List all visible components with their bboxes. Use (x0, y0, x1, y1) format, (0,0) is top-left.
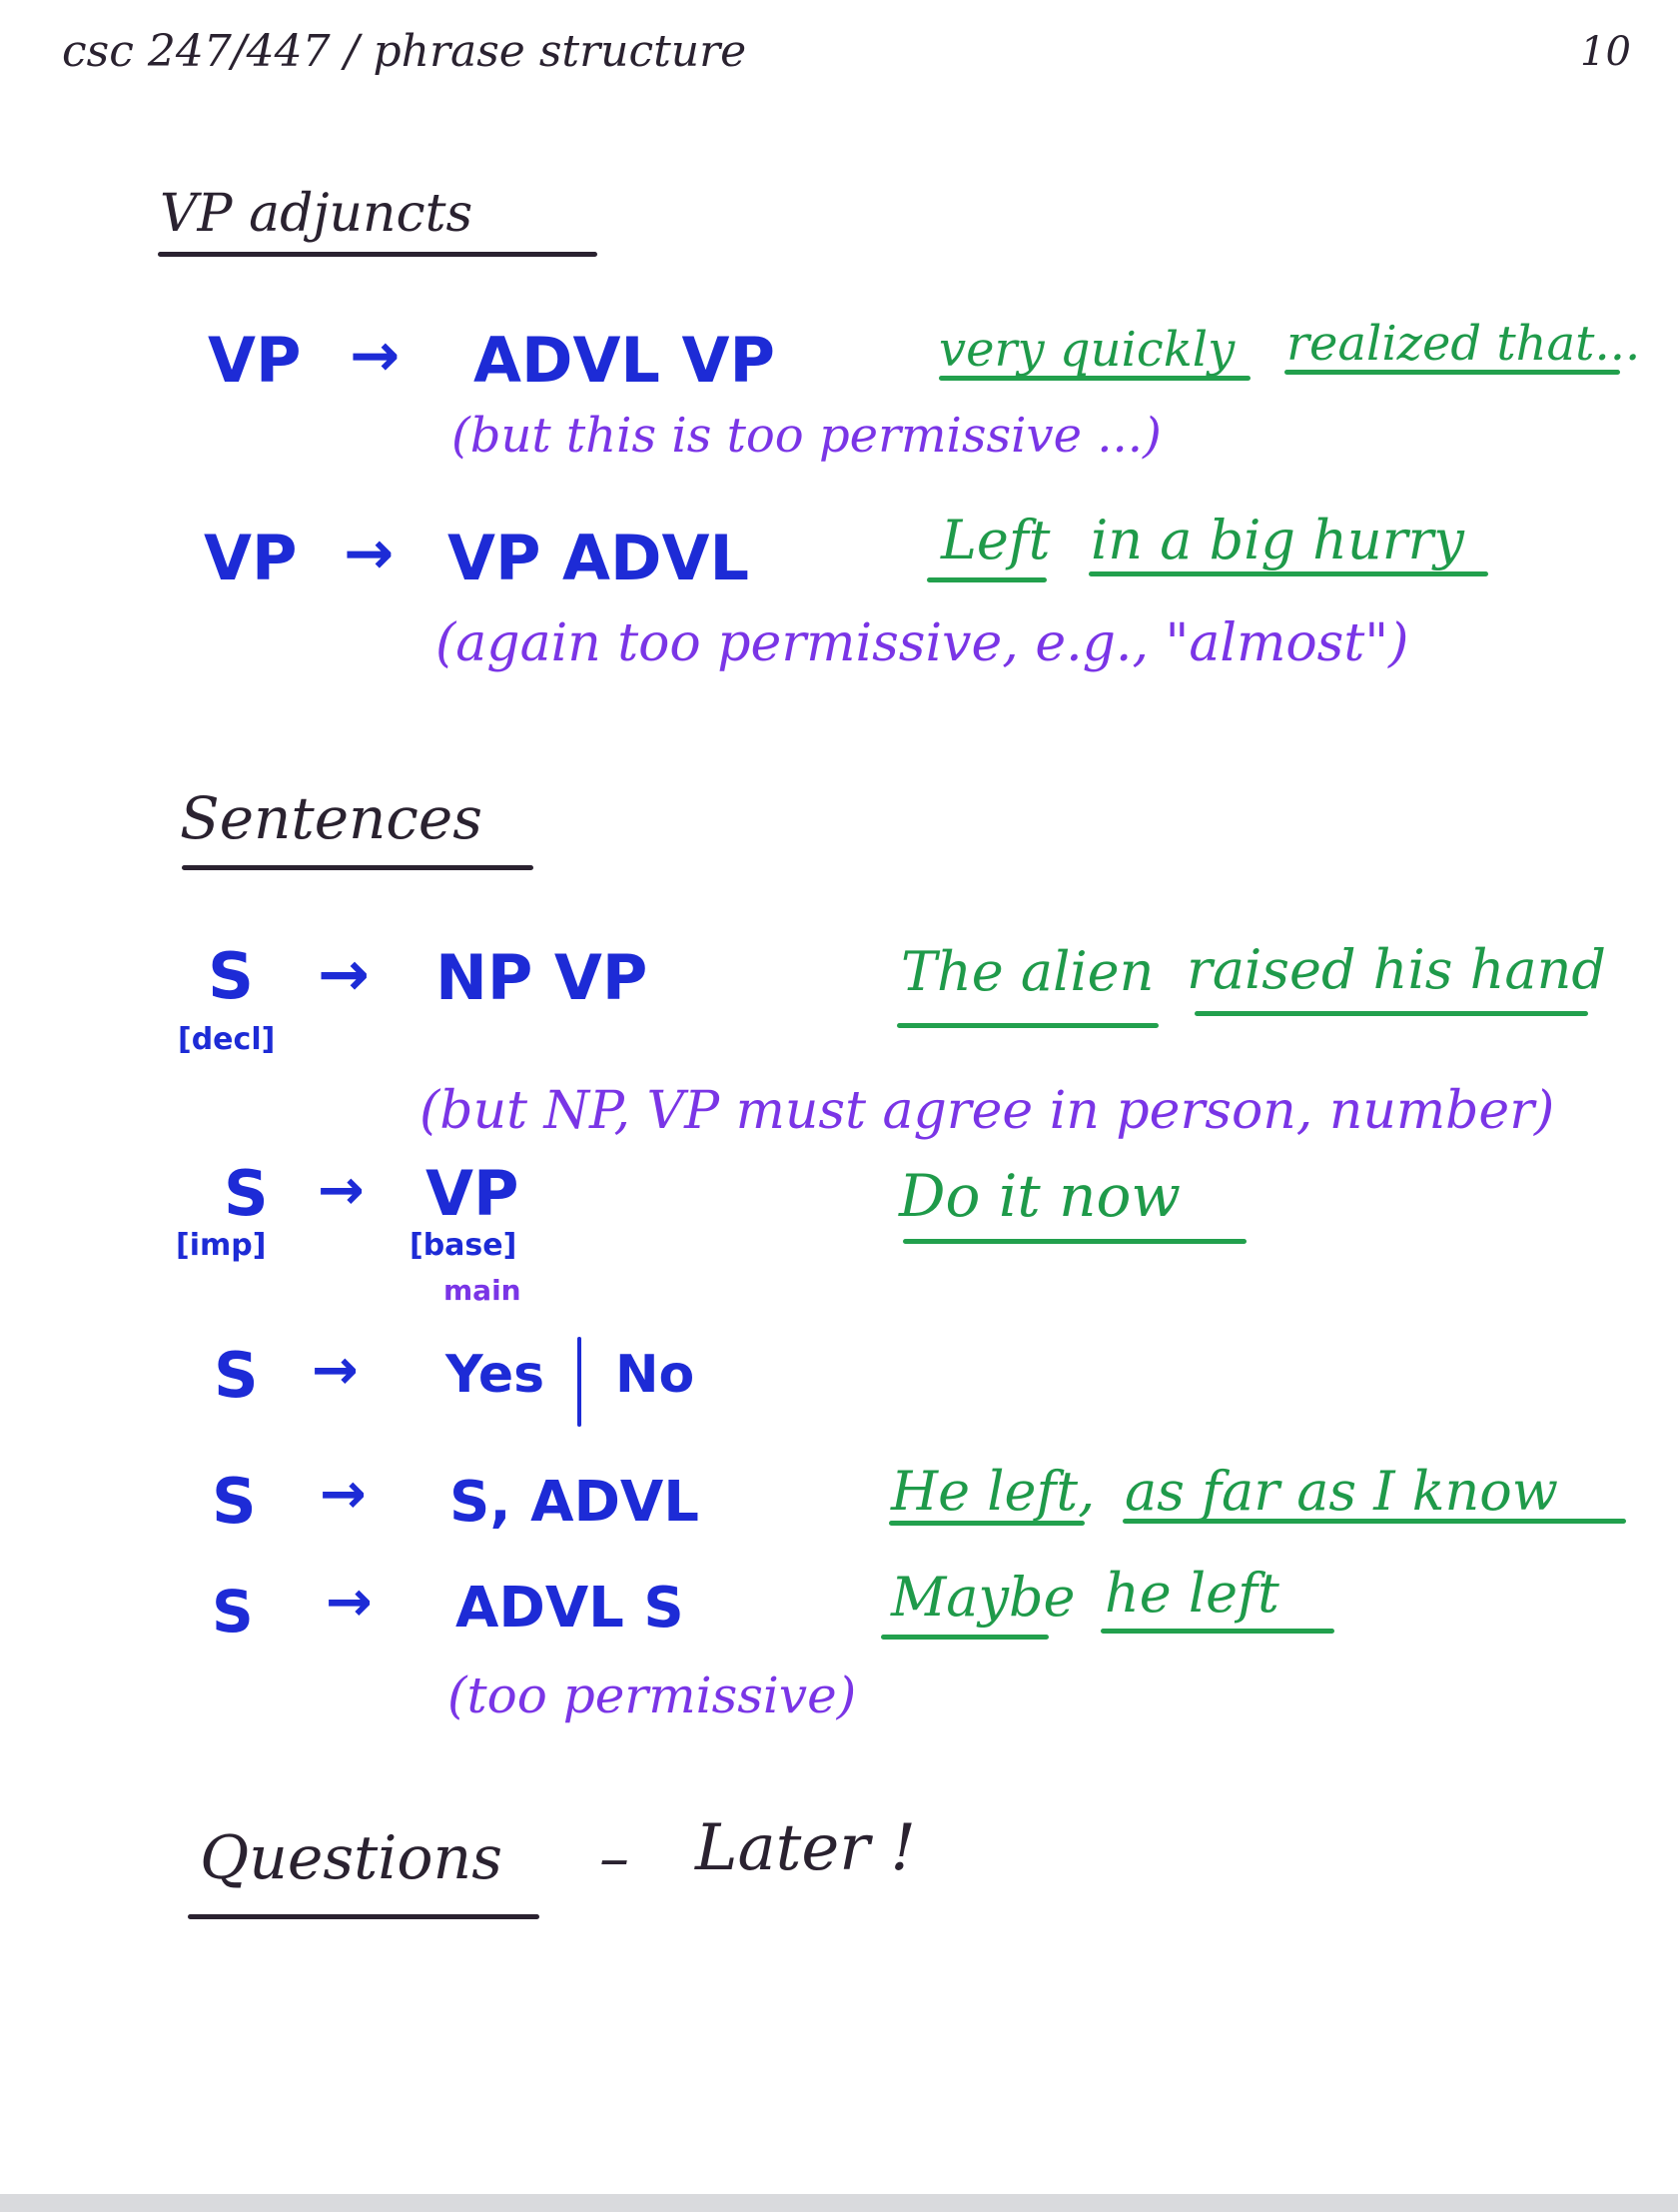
advl-s-note: (too permissive) (447, 1666, 857, 1724)
imp-rhs-feature-bottom: main (443, 1274, 521, 1307)
decl-note-rest: agree in person, number) (882, 1081, 1555, 1141)
rule2-lhs: VP (204, 522, 298, 594)
rule2-example-a-underline (927, 577, 1047, 582)
vp-adjuncts-underline (158, 252, 597, 257)
questions-dash: – (599, 1823, 629, 1893)
rule2-example-a: Left (941, 509, 1051, 571)
rule1-note: (but this is too permissive ...) (451, 408, 1162, 464)
sentences-underline (182, 865, 533, 870)
rule2-rhs: VP ADVL (447, 522, 749, 594)
advl-s-example-a: Maybe (891, 1566, 1076, 1629)
imp-example: Do it now (899, 1162, 1182, 1230)
s-advl-rhs: S, ADVL (449, 1470, 699, 1535)
s-advl-arrow: → (320, 1462, 367, 1527)
rule2-example-b-underline (1089, 571, 1488, 576)
rule1-example-b-underline (1284, 370, 1620, 375)
yesno-yes: Yes (445, 1345, 545, 1405)
decl-feature: [decl] (178, 1022, 276, 1057)
questions-underline (188, 1914, 539, 1919)
advl-s-example-b-underline (1101, 1629, 1334, 1634)
vp-adjuncts-title: VP adjuncts (160, 184, 473, 244)
yesno-separator (577, 1337, 581, 1427)
rule1-rhs: ADVL VP (473, 324, 775, 397)
yesno-lhs: S (214, 1339, 259, 1412)
s-advl-example-b-underline (1123, 1519, 1626, 1524)
rule2-arrow: → (344, 519, 395, 588)
page-number: 10 (1580, 29, 1631, 75)
decl-lhs: S (208, 940, 255, 1014)
page-bottom-edge (0, 2194, 1678, 2212)
imp-rhs: VP (425, 1157, 519, 1230)
decl-example-a: The alien (901, 940, 1155, 1003)
course-header: csc 247/447 / phrase structure (62, 26, 747, 77)
s-advl-lhs: S (212, 1465, 257, 1538)
rule1-example-b: realized that... (1286, 316, 1641, 372)
rule1-example-a: very quickly (939, 322, 1236, 378)
advl-s-arrow: → (326, 1570, 373, 1635)
decl-example-b-underline (1195, 1011, 1588, 1016)
decl-note-np: NP, VP (543, 1081, 720, 1141)
sentences-title: Sentences (180, 784, 482, 852)
advl-s-rhs: ADVL S (455, 1576, 684, 1641)
advl-s-example-a-underline (881, 1635, 1049, 1640)
imp-example-underline (903, 1239, 1247, 1244)
advl-s-example-b: he left (1105, 1562, 1279, 1625)
s-advl-example-b: as far as I know (1125, 1460, 1559, 1523)
decl-arrow: → (318, 937, 370, 1010)
decl-note-must: must (735, 1081, 866, 1141)
decl-note: (but NP, VP must agree in person, number… (420, 1085, 1554, 1137)
questions-later: Later ! (695, 1811, 916, 1885)
yesno-no: No (615, 1345, 695, 1405)
rule2-example-b: in a big hurry (1091, 509, 1464, 571)
rule1-example-a-underline (939, 376, 1251, 381)
advl-s-lhs: S (212, 1578, 254, 1646)
imp-lhs: S (224, 1157, 269, 1230)
decl-example-b: raised his hand (1187, 938, 1606, 1001)
imp-feature: [imp] (176, 1228, 267, 1263)
rule1-lhs: VP (208, 324, 302, 397)
imp-rhs-feature-top: [base] (410, 1228, 517, 1263)
s-advl-example-a: He left, (891, 1460, 1096, 1523)
yesno-arrow: → (312, 1338, 359, 1403)
decl-note-open: (but (420, 1081, 527, 1141)
imp-arrow: → (318, 1158, 365, 1223)
decl-example-a-underline (897, 1023, 1159, 1028)
s-advl-example-a-underline (889, 1521, 1085, 1526)
rule1-arrow: → (350, 321, 401, 391)
rule2-note: (again too permissive, e.g., "almost") (435, 613, 1409, 673)
questions-title: Questions (200, 1823, 502, 1893)
decl-rhs: NP VP (435, 941, 648, 1014)
